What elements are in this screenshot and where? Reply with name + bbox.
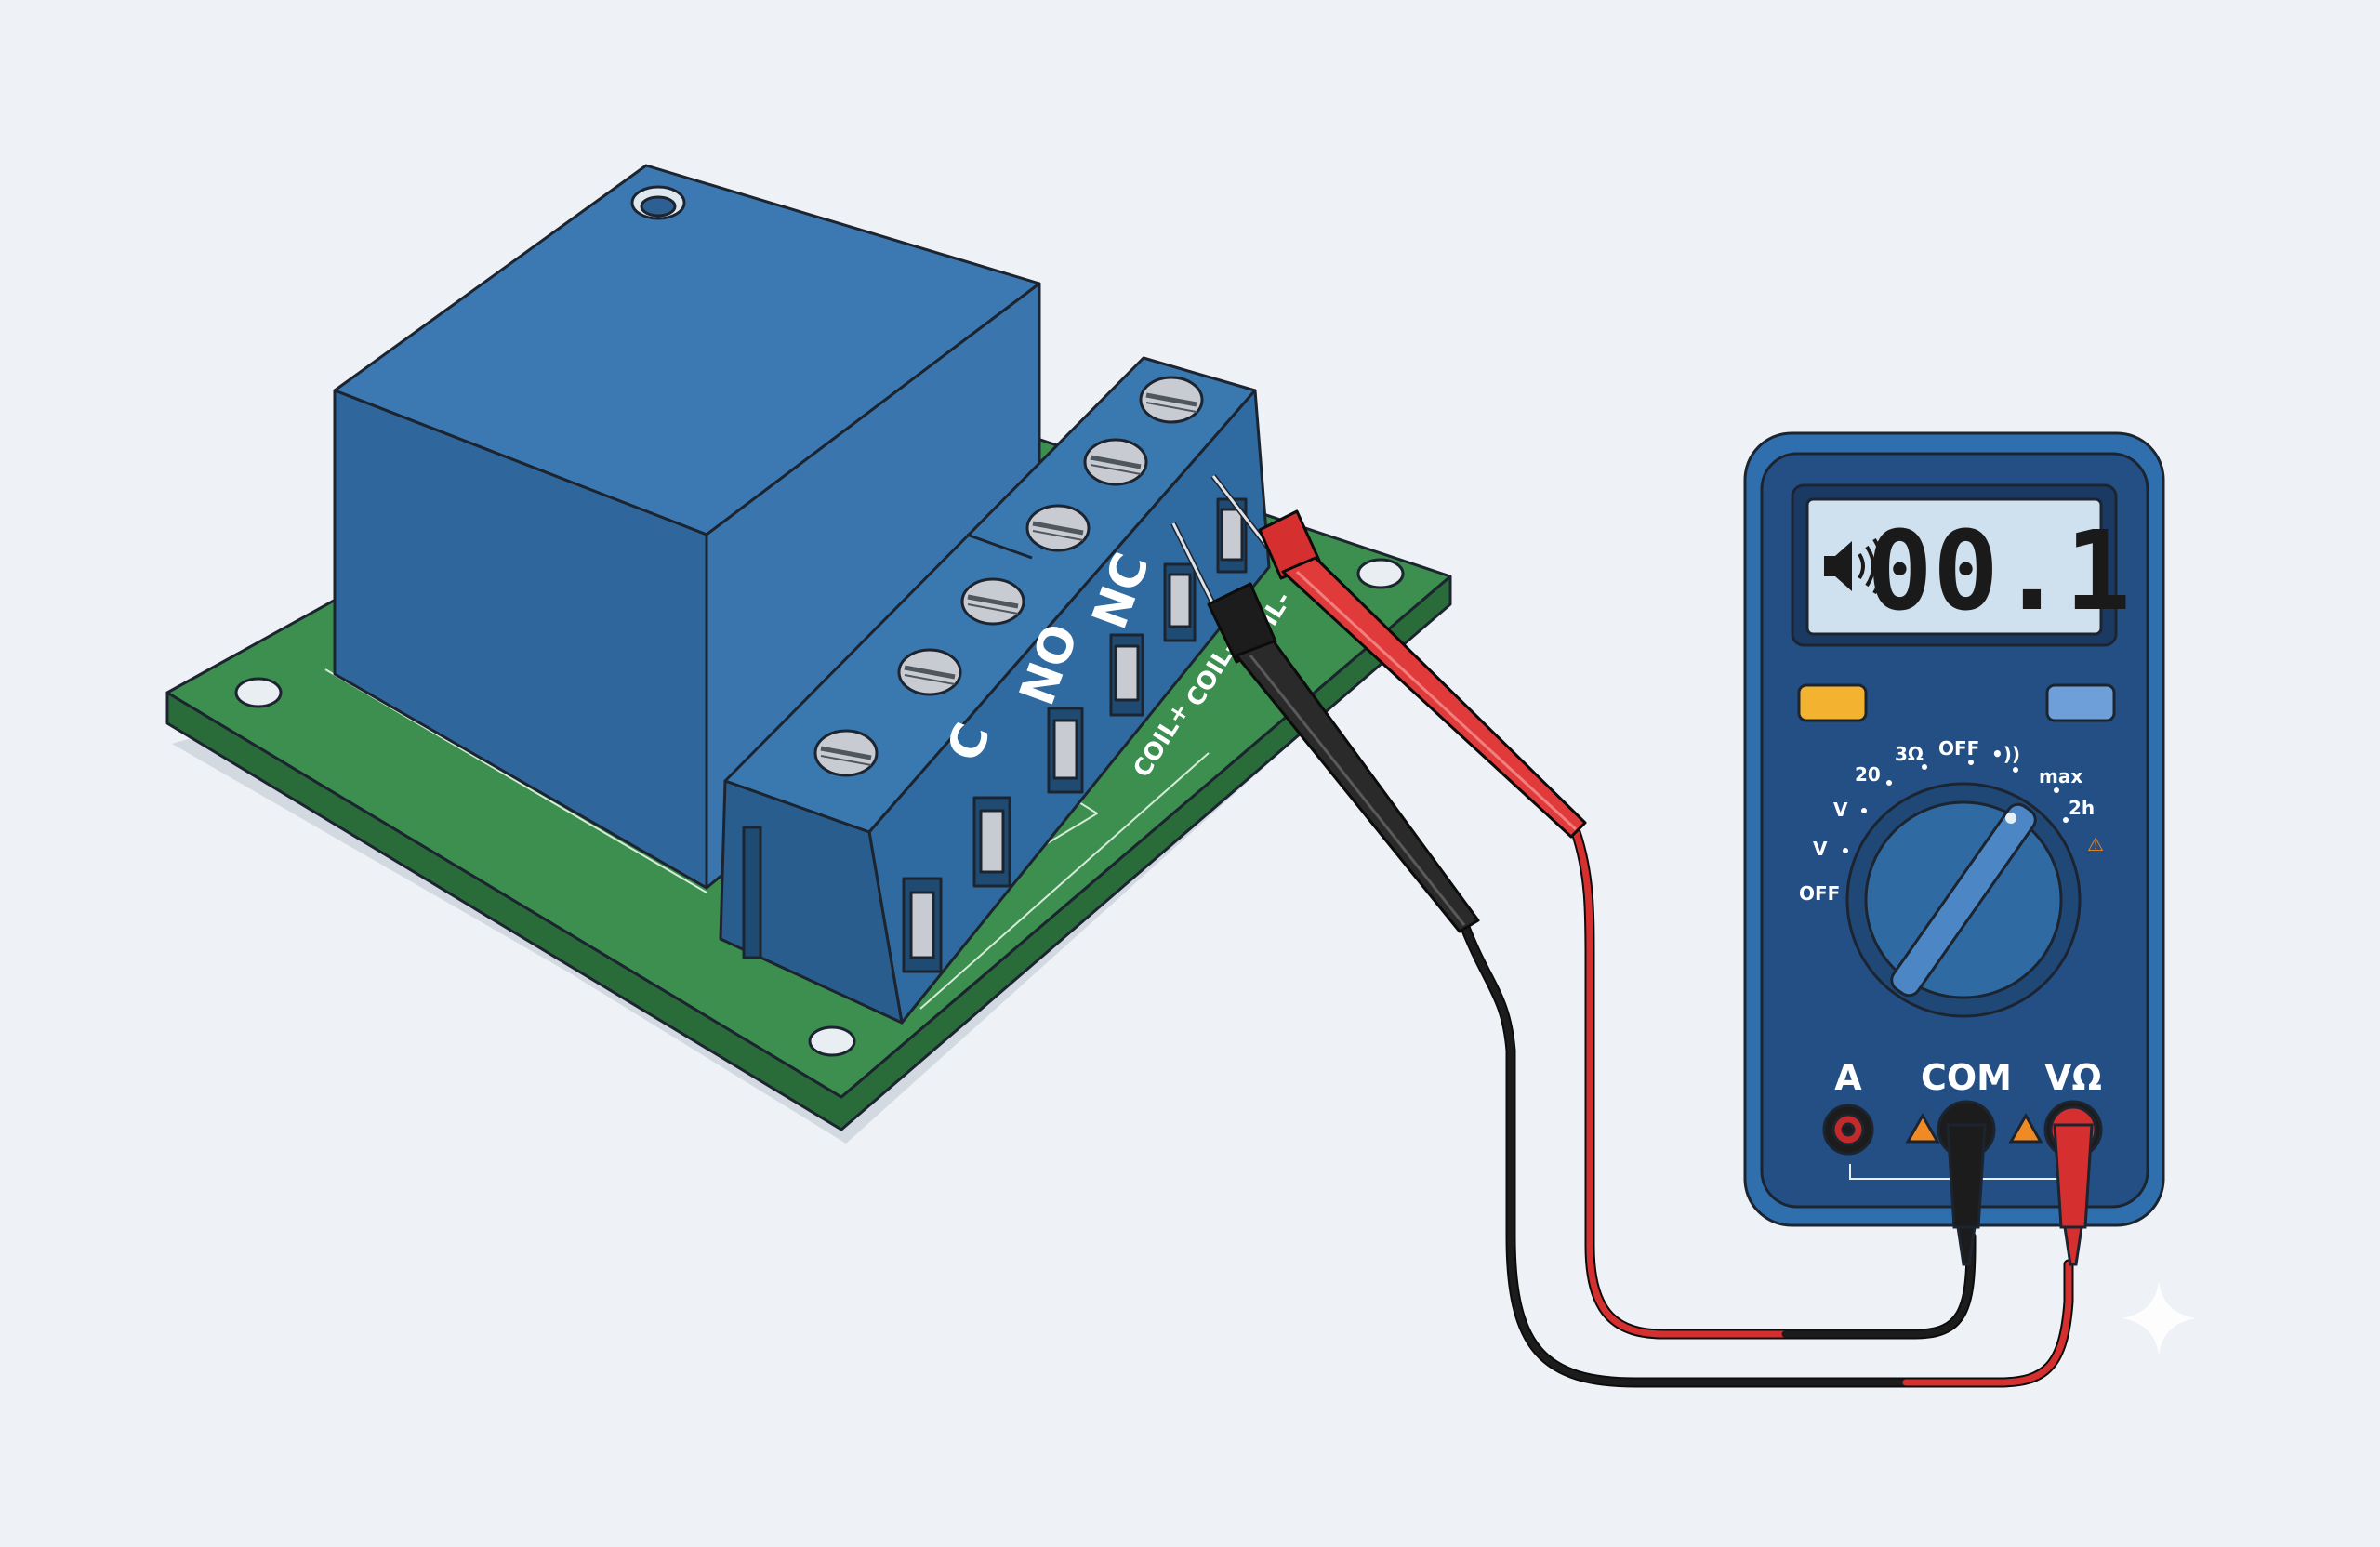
black-probe — [1170, 522, 1480, 933]
terminal-block-left — [719, 779, 904, 1025]
dial-label-3: 3Ω — [1895, 743, 1924, 765]
dial-label-2h: 2h — [2069, 797, 2095, 819]
lcd-reading: 00.1 — [1867, 507, 2131, 635]
wire-slot — [1163, 562, 1197, 642]
dial-label-off-top: OFF — [1938, 737, 1979, 760]
terminal-screw — [1083, 438, 1148, 486]
dial-indicator — [2005, 813, 2016, 824]
mounting-hole — [1356, 558, 1405, 589]
jack-label-com: COM — [1921, 1057, 2012, 1098]
dial-pointer — [1890, 802, 2037, 998]
dial-label-off-left: OFF — [1799, 882, 1840, 905]
terminal-side-slot — [742, 826, 762, 959]
terminal-screw — [813, 729, 879, 777]
hold-button[interactable] — [1797, 683, 1868, 722]
red-probe — [1210, 474, 1587, 839]
silkscreen-line — [919, 752, 1210, 1010]
dial-label-20: 20 — [1855, 763, 1881, 786]
jack-guide-line — [1849, 1164, 2071, 1180]
terminal-screw — [1139, 376, 1204, 424]
jack-label-a: A — [1834, 1057, 1862, 1098]
warning-icon — [1905, 1112, 1940, 1144]
jack-a[interactable] — [1822, 1104, 1874, 1156]
terminal-screw — [960, 577, 1025, 626]
vohm-plug — [2053, 1123, 2094, 1266]
select-button[interactable] — [2045, 683, 2116, 722]
terminal-screw — [897, 648, 962, 696]
wire-slot — [972, 796, 1012, 888]
mounting-hole — [808, 1025, 856, 1057]
wire-slot — [1109, 633, 1144, 717]
terminal-screws — [813, 376, 1204, 777]
relay-hole-inner — [640, 195, 677, 218]
dial-label-continuity: •)) — [1991, 743, 2020, 765]
com-plug — [1946, 1123, 1987, 1266]
dial-label-max: max — [2039, 765, 2082, 787]
sparkle-icon — [2122, 1281, 2196, 1355]
relay-module: C NO NC COIL+ COIL- IL- — [165, 164, 1452, 1144]
warning-icon — [2008, 1112, 2043, 1144]
dial-label-v-low: V — [1813, 838, 1828, 860]
multimeter: 00.1 OFF V V 20 3Ω OFF •)) max 2h ⚠ — [1743, 431, 2165, 1266]
warning-icon: ⚠ — [2087, 833, 2104, 855]
dial-label-v-high: V — [1833, 799, 1848, 821]
terminal-screw — [1025, 504, 1091, 552]
speaker-icon — [1824, 537, 1884, 595]
mounting-hole — [234, 677, 283, 708]
wire-slot — [902, 877, 943, 973]
jack-label-vohm: VΩ — [2044, 1057, 2102, 1098]
terminal-divider — [966, 533, 1033, 560]
lcd-screen — [1805, 497, 2103, 636]
dial-ticks — [1843, 760, 2069, 853]
dial-labels: OFF V V 20 3Ω OFF •)) max 2h ⚠ — [1799, 737, 2104, 905]
wire-slots — [902, 497, 1248, 973]
wire-slot — [1047, 707, 1084, 794]
